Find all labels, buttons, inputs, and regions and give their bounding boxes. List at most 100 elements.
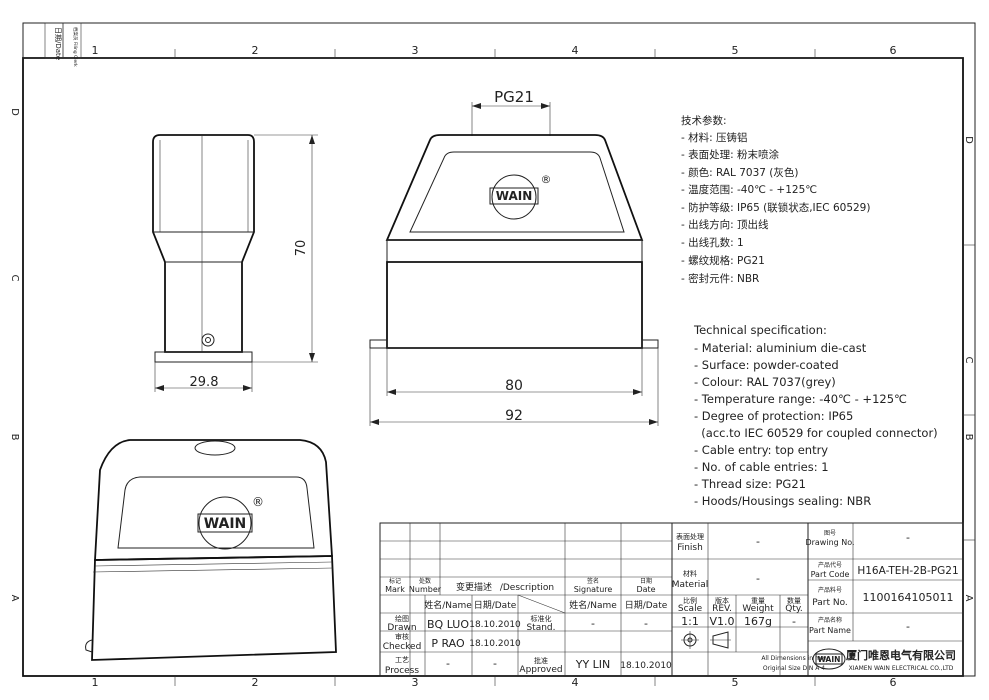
lbl-scale-en: Scale — [678, 604, 703, 614]
hdr-desc-cn: 变更描述 — [456, 581, 492, 593]
rev-value: V1.0 — [709, 615, 734, 628]
row-label-C-right: C — [963, 357, 974, 364]
checked-name: P RAO — [431, 637, 465, 650]
hdr-number-cn: 处数 — [419, 577, 431, 585]
dim-side-width-label: 29.8 — [190, 375, 219, 390]
spec-en-item-4: - Temperature range: -40℃ - +125℃ — [694, 392, 907, 406]
process-date: - — [493, 657, 497, 670]
lbl-material-cn: 材料 — [683, 569, 697, 578]
process-name: - — [446, 657, 450, 670]
hdr-mark-cn: 标记 — [389, 577, 401, 585]
lbl-part-code-cn: 产品代号 — [818, 561, 842, 569]
lbl-stand-cn: 标准化 — [531, 614, 552, 623]
hdr-name: 姓名/Name — [424, 599, 472, 611]
stand-name: - — [591, 617, 595, 630]
spec-cn-item-1: - 材料: 压铸铝 — [681, 131, 748, 144]
hdr-number-en: Number — [409, 585, 442, 594]
col-label-bottom-1: 1 — [92, 676, 99, 689]
side-view — [152, 134, 318, 392]
col-label-5: 5 — [732, 44, 739, 57]
row-label-B-left: B — [9, 434, 20, 441]
spec-en-title: Technical specification: — [693, 323, 827, 337]
lbl-weight-en: Weight — [742, 604, 774, 614]
front-view: WAIN ® — [369, 102, 659, 426]
row-label-D-right: D — [963, 136, 974, 144]
row-ticks — [963, 244, 975, 541]
lbl-approved-cn: 批准 — [534, 656, 548, 665]
lbl-checked-cn: 审核 — [395, 632, 409, 641]
lbl-drawn-cn: 绘图 — [395, 614, 409, 623]
corner-date-label: 日期/Date — [54, 27, 62, 60]
iso-logo-text: WAIN — [204, 516, 247, 532]
spec-en-item-3: - Colour: RAL 7037(grey) — [694, 375, 836, 389]
spec-cn-title: 技术参数: — [681, 114, 727, 127]
col-label-3: 3 — [412, 44, 419, 57]
lbl-rev-en: REV. — [712, 604, 732, 614]
drawn-name: BQ LUO — [427, 618, 469, 631]
row-label-A-left: A — [9, 595, 20, 602]
iso-logo-registered: ® — [252, 495, 264, 509]
hdr-date-en: Date — [636, 585, 655, 594]
lbl-part-name-en: Part Name — [809, 626, 851, 635]
spec-cn-item-5: - 防护等级: IP65 (联锁状态,IEC 60529) — [681, 201, 870, 214]
col-label-1: 1 — [92, 44, 99, 57]
lbl-drawing-no-en: Drawing No. — [805, 538, 854, 547]
row-label-A-right: A — [963, 595, 974, 602]
spec-cn-item-9: - 密封元件: NBR — [681, 272, 759, 285]
projection-symbol — [681, 631, 731, 649]
spec-cn-item-6: - 出线方向: 顶出线 — [681, 218, 769, 231]
col-label-bottom-5: 5 — [732, 676, 739, 689]
finish-value: - — [756, 535, 760, 548]
hdr-date-2: 日期/Date — [625, 600, 668, 611]
dim-outer-width-label: 92 — [505, 408, 523, 424]
lbl-material-en: Material — [672, 580, 709, 590]
lbl-approved-en: Approved — [519, 665, 562, 675]
lbl-finish-en: Finish — [677, 543, 703, 553]
spec-cn-item-8: - 螺纹规格: PG21 — [681, 254, 765, 267]
dim-height-label: 70 — [294, 240, 309, 257]
part-code-value: H16A-TEH-2B-PG21 — [857, 565, 958, 577]
lbl-process-cn: 工艺 — [395, 656, 409, 664]
approved-name: YY LIN — [575, 658, 611, 671]
lbl-drawing-no-cn: 图号 — [824, 530, 836, 537]
drawing-no-value: - — [906, 531, 910, 544]
approved-date: 18.10.2010 — [620, 661, 672, 671]
dim-inner-width-label: 80 — [505, 378, 523, 394]
spec-en-item-10: - Hoods/Housings sealing: NBR — [694, 494, 871, 508]
part-no-value: 1100164105011 — [863, 591, 954, 604]
lbl-qty-cn: 数量 — [787, 596, 801, 605]
col-label-4: 4 — [572, 44, 579, 57]
spec-en-item-8: - No. of cable entries: 1 — [694, 460, 829, 474]
hdr-sig-cn: 签名 — [587, 577, 599, 585]
front-logo-registered: ® — [541, 173, 552, 186]
scale-value: 1:1 — [681, 615, 699, 628]
spec-en-item-7: - Cable entry: top entry — [694, 443, 828, 457]
lbl-scale-cn: 比例 — [683, 596, 697, 605]
hdr-mark-en: Mark — [385, 585, 405, 594]
hdr-date-cn: 日期 — [640, 577, 652, 585]
col-label-2: 2 — [252, 44, 259, 57]
spec-cn-item-3: - 颜色: RAL 7037 (灰色) — [681, 166, 799, 179]
column-ticks-bottom — [174, 676, 816, 686]
drawn-date: 18.10.2010 — [469, 620, 521, 630]
lbl-weight-cn: 重量 — [751, 597, 765, 605]
corner-clerk-label: 档案员 Filing Clerk — [72, 27, 79, 67]
col-label-bottom-4: 4 — [572, 676, 579, 689]
lbl-part-no-cn: 产品料号 — [818, 586, 842, 594]
lbl-stand-en: Stand. — [526, 623, 555, 633]
col-label-bottom-3: 3 — [412, 676, 419, 689]
row-label-D-left: D — [9, 108, 20, 116]
col-label-6: 6 — [890, 44, 897, 57]
dims-note-2: Original Size DIN A 4 — [763, 665, 825, 672]
company-name-cn: 厦门唯恩电气有限公司 — [846, 648, 956, 662]
company-logo-text: WAIN — [818, 655, 841, 664]
spec-cn-item-7: - 出线孔数: 1 — [681, 236, 744, 249]
hdr-date: 日期/Date — [474, 600, 517, 611]
spec-cn-item-4: - 温度范围: -40℃ - +125℃ — [681, 183, 817, 196]
hdr-sig-en: Signature — [574, 585, 613, 594]
checked-date: 18.10.2010 — [469, 639, 521, 649]
company-logo: WAIN — [812, 648, 846, 670]
row-label-C-left: C — [9, 275, 20, 282]
lbl-part-name-cn: 产品名称 — [818, 616, 842, 624]
col-label-bottom-6: 6 — [890, 676, 897, 689]
